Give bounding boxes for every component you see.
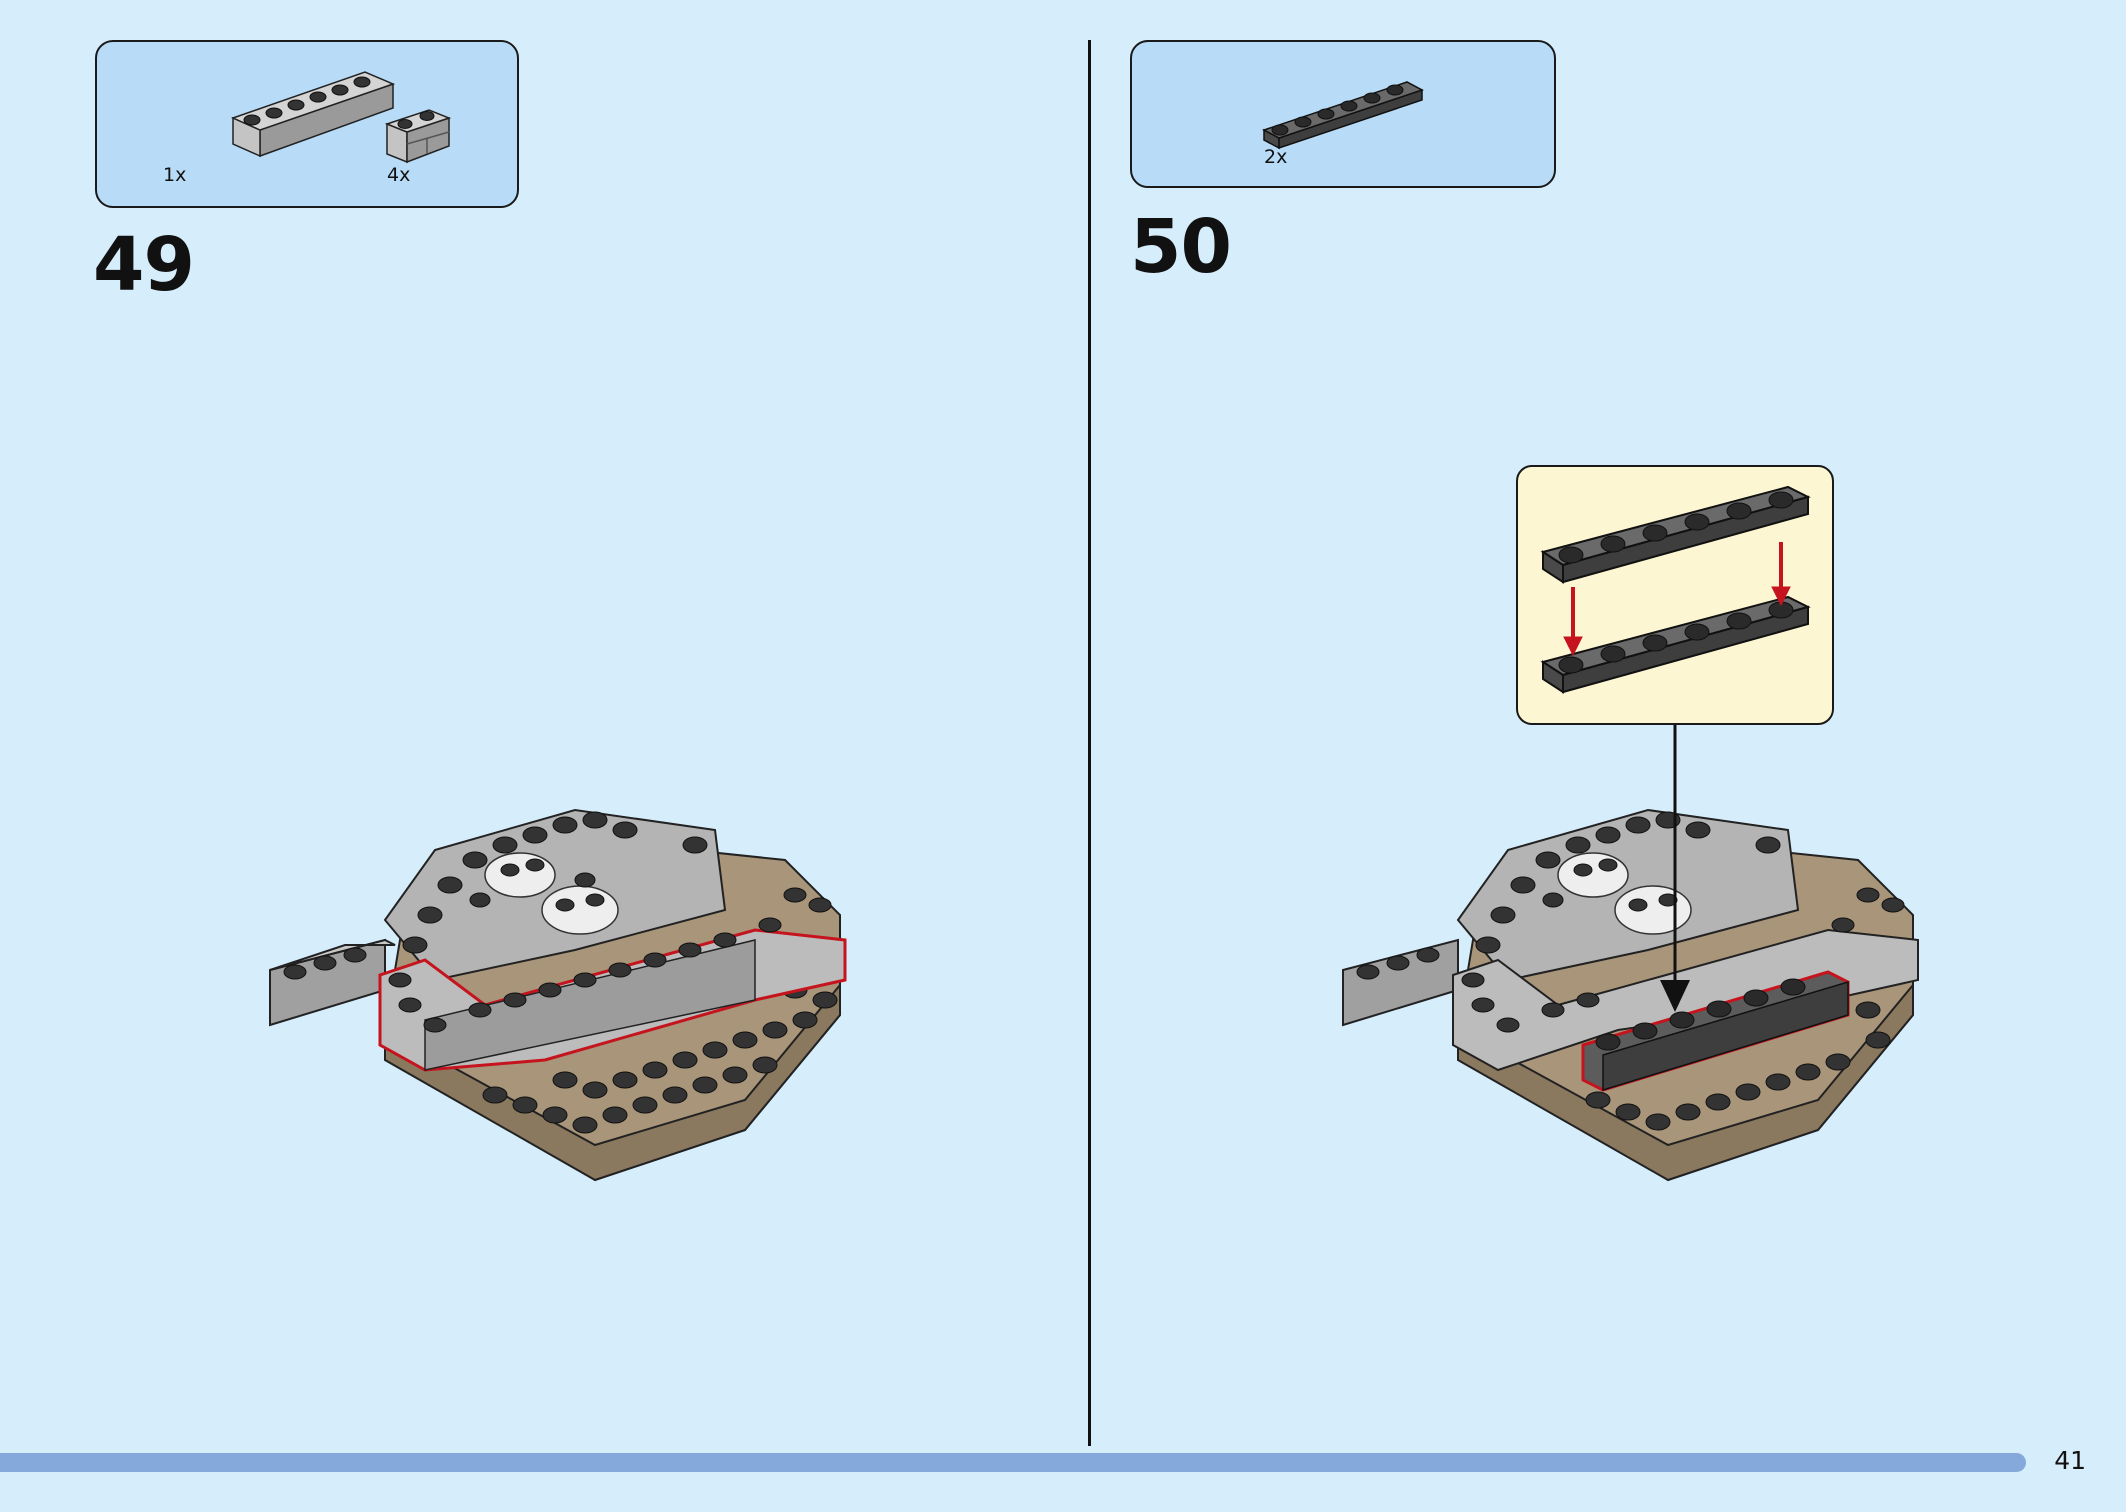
brick-1x6-icon	[230, 71, 396, 158]
page-number: 41	[2054, 1446, 2086, 1475]
page-divider	[1088, 40, 1091, 1446]
model-step-50	[1342, 725, 1919, 1182]
plate-1x6-icon	[1262, 81, 1424, 150]
step-number-50: 50	[1130, 204, 1232, 290]
plate-stack-diagram	[1540, 485, 1811, 694]
model-step-49	[269, 808, 847, 1182]
parts-list-step-49: 1x 4x	[95, 40, 519, 208]
part-quantity: 2x	[1264, 146, 1288, 168]
parts-list-step-50: 2x	[1130, 40, 1556, 188]
step-number-49: 49	[93, 222, 195, 308]
sub-assembly-callout	[1516, 465, 1834, 725]
progress-bar	[0, 1453, 2026, 1472]
part-quantity: 1x	[163, 164, 187, 186]
part-quantity: 4x	[387, 164, 411, 186]
brick-1x2-masonry-icon	[384, 109, 452, 164]
